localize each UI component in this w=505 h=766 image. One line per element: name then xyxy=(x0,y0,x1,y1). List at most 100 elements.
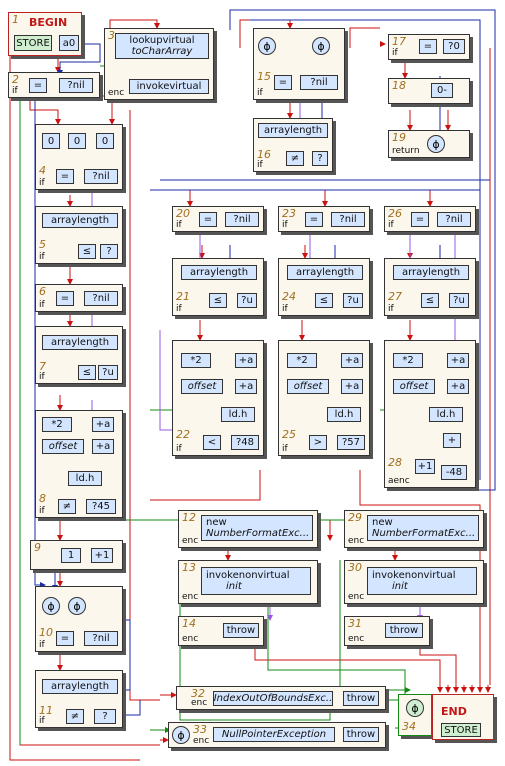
block-tag: if xyxy=(39,178,45,188)
block-tag: if xyxy=(39,506,45,516)
block-number: 16 xyxy=(257,148,271,161)
equals-op: = xyxy=(199,212,217,227)
store-box: STORE xyxy=(441,723,481,737)
block-tag: aenc xyxy=(388,476,410,486)
block-23: 23 if = ?nil xyxy=(278,206,370,232)
block-33: ϕ 33 enc NullPointerException throw xyxy=(168,722,386,748)
const-box: 0 xyxy=(42,133,60,149)
block-number: 5 xyxy=(39,238,46,251)
block-number: 28 xyxy=(388,456,402,469)
const-one-box: 1 xyxy=(61,548,81,563)
compare-op: ?nil xyxy=(331,212,365,227)
block-14: 14 enc throw xyxy=(178,616,264,646)
new-label: new xyxy=(372,517,393,528)
block-7: arraylength 7 if ≤ ?u xyxy=(35,326,123,384)
store-box: STORE xyxy=(14,35,52,51)
block-number: 25 xyxy=(282,428,296,441)
block-tag: enc xyxy=(182,634,199,644)
compare-op: ?0 xyxy=(443,39,465,54)
multiply-op: *2 xyxy=(393,353,423,368)
block-5: arraylength 5 if ≤ ? xyxy=(35,206,123,264)
block-8: *2 +a offset +a ld.h 8 if ≠ ?45 xyxy=(35,410,123,518)
compare-op: ?45 xyxy=(86,499,116,514)
block-27: arraylength 27 if ≤ ?u xyxy=(384,258,476,316)
block-2: 2 if = ?nil xyxy=(8,72,100,98)
block-number: 2 xyxy=(12,73,19,86)
throw-op: throw xyxy=(343,727,379,742)
block-tag: if xyxy=(39,716,45,726)
block-number: 22 xyxy=(176,428,190,441)
offset-op: offset xyxy=(287,379,329,394)
lookup-method: toCharArray xyxy=(131,46,193,57)
offset-op: offset xyxy=(393,379,435,394)
block-tag: if xyxy=(176,444,182,454)
arraylength-op: arraylength xyxy=(42,679,118,694)
invoke-label: invokenonvirtual xyxy=(372,570,456,581)
block-number: 31 xyxy=(348,617,362,630)
block-number: 21 xyxy=(176,290,190,303)
comparison-op: ≤ xyxy=(78,244,96,259)
lookup-label: lookupvirtual xyxy=(129,35,195,46)
block-number: 1 xyxy=(12,13,19,26)
phi-node: ϕ xyxy=(312,37,330,55)
block-tag: enc xyxy=(191,698,208,708)
block-number: 18 xyxy=(392,79,406,92)
block-tag: enc xyxy=(108,88,125,98)
add-op: + xyxy=(443,433,461,448)
phi-node: ϕ xyxy=(172,726,190,744)
add-address-op: +a xyxy=(92,417,114,432)
compare-op: ?nil xyxy=(84,291,118,306)
subtract-op: -48 xyxy=(441,465,467,480)
equals-op: = xyxy=(305,212,323,227)
block-28: *2 +a offset +a ld.h + 28 aenc +1 -48 xyxy=(384,340,476,488)
block-26: 26 if = ?nil xyxy=(384,206,476,232)
exception-class: NumberFormatExc... xyxy=(206,528,310,539)
compare-op: ?nil xyxy=(84,169,118,184)
compare-op: ? xyxy=(94,709,116,724)
block-number: 30 xyxy=(348,561,362,574)
phi-node: ϕ xyxy=(42,597,60,615)
equals-op: = xyxy=(411,212,429,227)
negate-op: 0- xyxy=(431,83,453,98)
block-29: 29 enc new NumberFormatExc... xyxy=(344,510,484,548)
phi-node: ϕ xyxy=(406,699,424,717)
comparison-op: ≤ xyxy=(315,293,333,308)
block-tag: if xyxy=(282,220,288,230)
load-halfword-op: ld.h xyxy=(429,407,463,422)
exception-class-op: NullPointerException xyxy=(213,727,335,742)
equals-op: = xyxy=(56,291,74,306)
block-number: 19 xyxy=(392,131,406,144)
block-tag: enc xyxy=(193,736,210,746)
multiply-op: *2 xyxy=(42,417,72,432)
method-name: init xyxy=(226,581,242,592)
block-20: 20 if = ?nil xyxy=(172,206,264,232)
block-tag: if xyxy=(282,304,288,314)
block-tag: if xyxy=(39,300,45,310)
add-address-op: +a xyxy=(235,353,257,368)
compare-op: ?nil xyxy=(59,78,93,93)
end-block: END STORE xyxy=(432,694,494,740)
equals-op: = xyxy=(419,39,437,54)
add-address-op: +a xyxy=(447,379,469,394)
arraylength-op: arraylength xyxy=(181,265,257,280)
invoke-op: invokevirtual xyxy=(129,79,209,94)
arraylength-op: arraylength xyxy=(42,335,118,350)
add-address-op: +a xyxy=(92,439,114,454)
block-34: ϕ 34 xyxy=(398,694,432,736)
comparison-op: ≤ xyxy=(78,365,96,380)
exception-class-op: IndexOutOfBoundsExc.. xyxy=(213,691,333,706)
argument-box: a0 xyxy=(59,35,79,51)
invoke-op: invokenonvirtual init xyxy=(367,567,477,595)
block-17: 17 if = ?0 xyxy=(388,34,470,60)
offset-op: offset xyxy=(181,379,223,394)
block-number: 23 xyxy=(282,207,296,220)
add-address-op: +a xyxy=(341,353,363,368)
block-tag: if xyxy=(388,304,394,314)
compare-op: ? xyxy=(312,151,328,166)
invoke-op: invokenonvirtual init xyxy=(201,567,311,595)
block-18: 18 0- xyxy=(388,78,470,104)
block-25: *2 +a offset +a ld.h 25 if > ?57 xyxy=(278,340,370,456)
comparison-op: ≤ xyxy=(209,293,227,308)
add-address-op: +a xyxy=(447,353,469,368)
block-16: arraylength 16 if ≠ ? xyxy=(253,118,333,172)
